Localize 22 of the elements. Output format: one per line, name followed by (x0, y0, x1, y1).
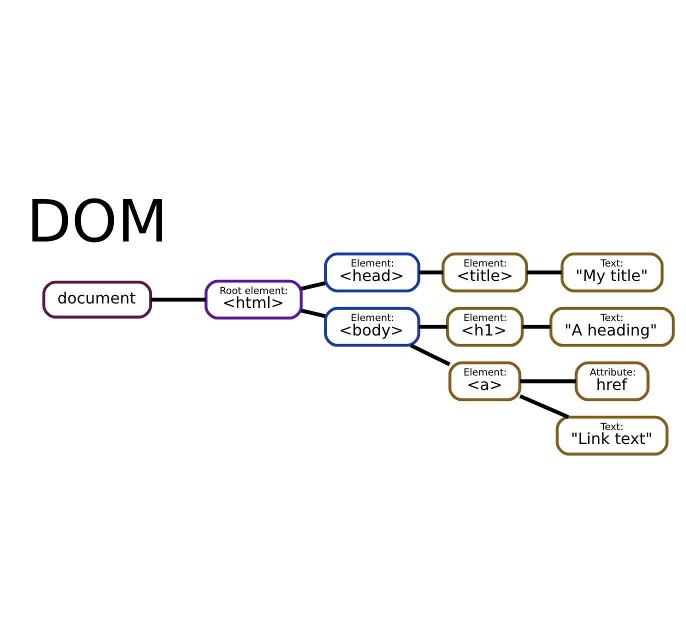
connector (150, 297, 206, 302)
connector (520, 378, 576, 383)
node-box: Attribute: href (574, 360, 650, 401)
node-box: Element: <body> (324, 306, 420, 346)
connector (300, 308, 326, 318)
node-box: Element: <a> (448, 360, 522, 401)
connector (522, 324, 550, 328)
connector (418, 324, 448, 328)
node-box: Text: "My title" (560, 252, 664, 292)
connector (300, 280, 326, 290)
node-box: Root element: <html> (204, 279, 303, 320)
node-box: Element: <title> (442, 252, 528, 292)
connector (418, 270, 443, 274)
connector (410, 343, 450, 366)
node-box: Text: "Link text" (556, 415, 668, 456)
node-box: Element: <h1> (446, 306, 524, 346)
node-box: Element: <head> (324, 252, 420, 292)
label: DOM (26, 186, 168, 255)
connector (519, 394, 570, 418)
connector (526, 270, 562, 274)
node-box: Text: "A heading" (549, 306, 675, 346)
node-box: document (42, 280, 152, 318)
